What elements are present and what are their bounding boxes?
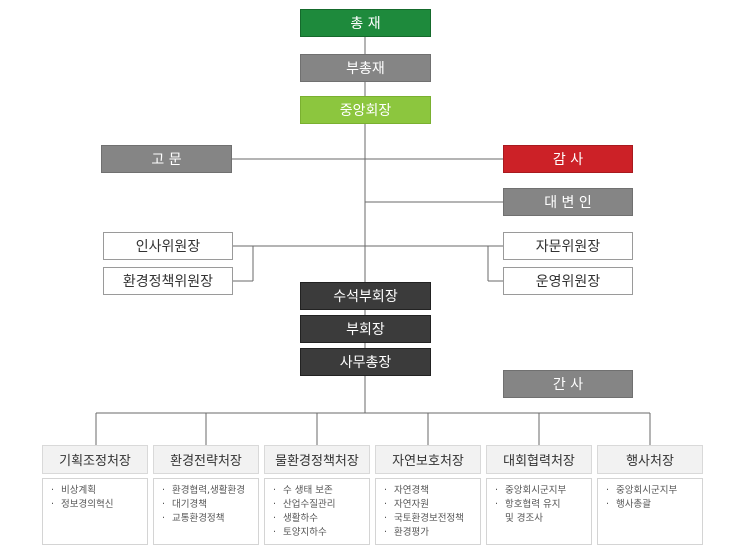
env-policy-committee-box: 환경정책위원장 (103, 267, 233, 295)
auditor-box: 감 사 (503, 145, 633, 173)
duty-item: ·중앙회시군지부 (495, 485, 567, 496)
duty-item: ·정보경의혁신 (51, 499, 114, 510)
duty-item: ·산업수질관리 (273, 499, 336, 510)
duty-item: ·생활하수 (273, 513, 318, 524)
duty-item: ·자연자원 (384, 499, 429, 510)
department-box: 환경전략처장 (153, 445, 259, 474)
duty-item: ·환경협력,생활환경 (162, 485, 245, 496)
department-duties: ·중앙회시군지부 ·행사총괄 (597, 478, 703, 545)
department-duties: ·수 생태 보존 ·산업수질관리 ·생활하수 ·토양지하수 (264, 478, 370, 545)
secretary-box: 간 사 (503, 370, 633, 398)
duty-item: ·교통환경정책 (162, 513, 225, 524)
spokesperson-box: 대 변 인 (503, 188, 633, 216)
vice-chair-box: 부회장 (300, 315, 431, 343)
department-duties: ·비상계획 ·정보경의혁신 (42, 478, 148, 545)
duty-item: ·자연경책 (384, 485, 429, 496)
secretary-general-box: 사무총장 (300, 348, 431, 376)
operations-committee-box: 운영위원장 (503, 267, 633, 295)
central-chair-box: 중앙회장 (300, 96, 431, 124)
duty-item: ·비상계획 (51, 485, 96, 496)
duty-item: ·국토환경보전정책 (384, 513, 464, 524)
advisory-committee-box: 자문위원장 (503, 232, 633, 260)
department-box: 자연보호처장 (375, 445, 481, 474)
department-box: 물환경정책처장 (264, 445, 370, 474)
advisor-box: 고 문 (101, 145, 232, 173)
duty-item: ·행사총괄 (606, 499, 651, 510)
duty-item: ·토양지하수 (273, 527, 327, 538)
department-duties: ·환경협력,생활환경 ·대기경책 ·교통환경정책 (153, 478, 259, 545)
department-box: 기획조정처장 (42, 445, 148, 474)
department-box: 대회협력처장 (486, 445, 592, 474)
department-duties: ·자연경책 ·자연자원 ·국토환경보전정책 ·환경평가 (375, 478, 481, 545)
duty-item: 및 경조사 (505, 513, 543, 524)
president-box: 총 재 (300, 9, 431, 37)
hr-committee-box: 인사위원장 (103, 232, 233, 260)
duty-item: ·중앙회시군지부 (606, 485, 678, 496)
duty-item: ·대기경책 (162, 499, 207, 510)
senior-vice-chair-box: 수석부회장 (300, 282, 431, 310)
department-box: 행사처장 (597, 445, 703, 474)
duty-item: ·수 생태 보존 (273, 485, 333, 496)
vice-president-box: 부총재 (300, 54, 431, 82)
duty-item: ·항호협력 유지 (495, 499, 561, 510)
duty-item: ·환경평가 (384, 527, 429, 538)
